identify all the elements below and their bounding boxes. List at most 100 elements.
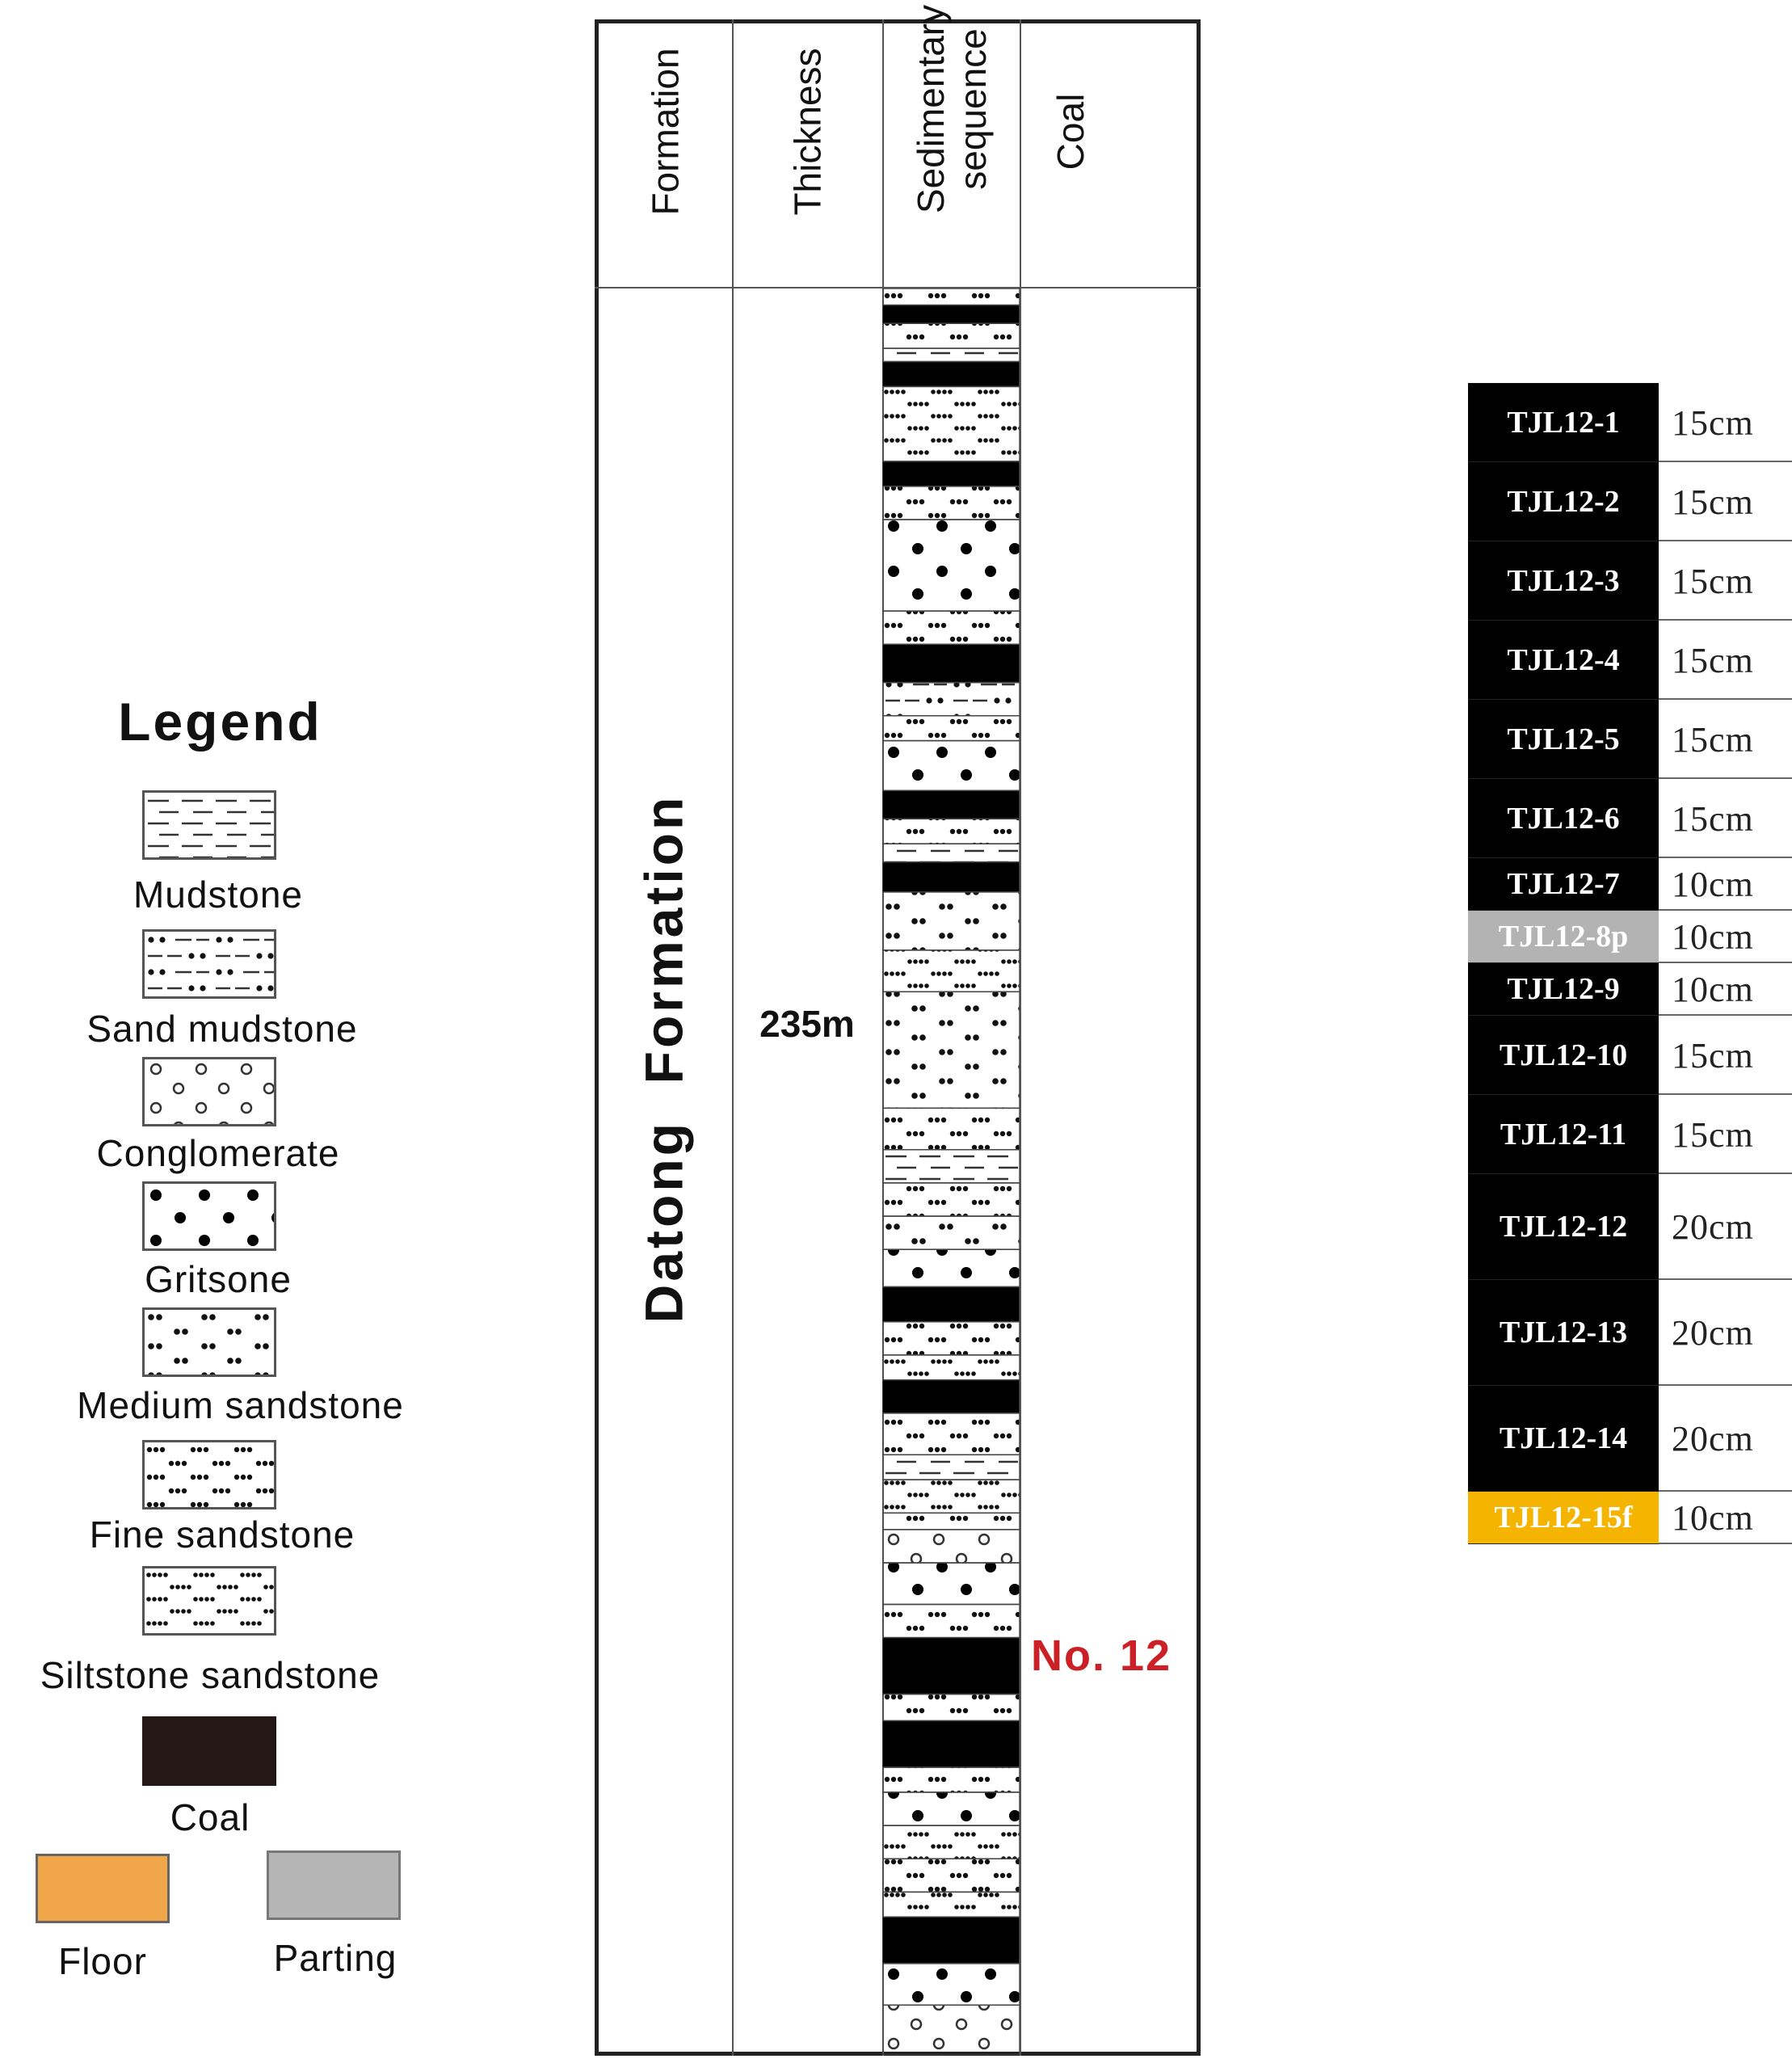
- strata-layer-grit: [882, 739, 1020, 792]
- sample-thickness: 20cm: [1672, 1419, 1754, 1459]
- strata-layer-coal: [882, 1916, 1020, 1964]
- strata-layer-mud: [882, 1454, 1020, 1480]
- strata-layer-coal: [882, 789, 1020, 820]
- legend-swatch-sand-mudstone: [142, 929, 276, 999]
- sample-id: TJL12-10: [1468, 1016, 1659, 1095]
- sample-id: TJL12-13: [1468, 1280, 1659, 1386]
- sample-thickness: 20cm: [1672, 1207, 1754, 1247]
- strata-layer-med: [882, 991, 1020, 1109]
- strata-layer-fine: [882, 1320, 1020, 1356]
- sample-thickness: 15cm: [1672, 482, 1754, 522]
- header-divider: [595, 287, 1201, 288]
- strata-layer-med: [882, 1215, 1020, 1250]
- strata-layer-cong: [882, 1529, 1020, 1564]
- strata-layer-coal: [882, 1379, 1020, 1414]
- strata-layer-coal: [882, 1286, 1020, 1323]
- sample-thickness: 20cm: [1672, 1313, 1754, 1353]
- legend-swatch-siltstone-sandstone: [142, 1566, 276, 1636]
- strata-layer-mud: [882, 1148, 1020, 1184]
- column-divider: [732, 19, 734, 2056]
- strata-layer-grit: [882, 1248, 1020, 1288]
- strata-layer-silt: [882, 1825, 1020, 1859]
- strata-layer-fine: [882, 288, 1020, 306]
- sample-id: TJL12-15f: [1468, 1492, 1659, 1544]
- strata-layer-coal: [882, 360, 1020, 388]
- sample-id: TJL12-5: [1468, 700, 1659, 779]
- legend-swatch-conglomerate: [142, 1057, 276, 1126]
- legend-swatch-parting: [267, 1850, 401, 1920]
- strata-layer-silt: [882, 1891, 1020, 1918]
- legend-label-gritsone: Gritsone: [145, 1258, 292, 1300]
- header-formation: Formation: [599, 23, 732, 282]
- sample-row: TJL12-2 15cm: [1468, 462, 1792, 541]
- strata-layer-med: [882, 891, 1020, 951]
- sample-id: TJL12-8p: [1468, 911, 1659, 963]
- sample-thickness: 10cm: [1672, 1498, 1754, 1538]
- strata-layer-fine: [882, 1766, 1020, 1793]
- formation-name-label: Datong Formation: [633, 794, 693, 1324]
- strata-layer-coal: [882, 1720, 1020, 1768]
- legend-swatch-mudstone: [142, 790, 276, 860]
- legend-label-parting: Parting: [273, 1937, 398, 1979]
- strata-layer-fine: [882, 1603, 1020, 1639]
- legend-label-medium-sandstone: Medium sandstone: [77, 1384, 404, 1426]
- legend-swatch-coal: [142, 1716, 276, 1786]
- header-formation-label: Formation: [644, 48, 687, 216]
- sample-thickness: 15cm: [1672, 561, 1754, 601]
- header-sedimentary-sequence: Sedimentary sequence: [884, 5, 1020, 282]
- coal-seam-label: No. 12: [1031, 1631, 1172, 1680]
- strata-layer-fine: [882, 818, 1020, 844]
- sample-thickness: 15cm: [1672, 402, 1754, 443]
- sample-id: TJL12-1: [1468, 383, 1659, 462]
- strata-layer-grit: [882, 1562, 1020, 1606]
- strata-layer-fine: [882, 1107, 1020, 1151]
- thickness-value: 235m: [759, 1003, 855, 1045]
- legend-label-floor: Floor: [58, 1940, 147, 1982]
- header-sedimentary-sequence-label: Sedimentary sequence: [910, 4, 995, 214]
- header-coal-label: Coal: [1050, 93, 1092, 171]
- strata-layer-fine: [882, 486, 1020, 520]
- header-coal: Coal: [1021, 23, 1201, 282]
- strata-layer-fine: [882, 715, 1020, 742]
- sample-row: TJL12-13 20cm: [1468, 1280, 1792, 1386]
- sample-id: TJL12-3: [1468, 541, 1659, 621]
- strata-layer-grit: [882, 519, 1020, 612]
- strata-layer-fine: [882, 610, 1020, 646]
- legend-swatch-fine-sandstone: [142, 1440, 276, 1509]
- legend-label-coal: Coal: [170, 1796, 250, 1838]
- sample-thickness: 15cm: [1672, 719, 1754, 760]
- legend-title: Legend: [118, 692, 322, 752]
- strata-layer-mud: [882, 347, 1020, 363]
- strata-svg: [882, 288, 1020, 2055]
- strata-layer-coal: [882, 304, 1020, 324]
- strata-layer-coal: [882, 1636, 1020, 1695]
- header-thickness-label: Thickness: [787, 48, 830, 216]
- sample-row: TJL12-3 15cm: [1468, 541, 1792, 621]
- legend-label-conglomerate: Conglomerate: [96, 1132, 340, 1174]
- strata-layer-mud: [882, 843, 1020, 863]
- strata-layer-grit: [882, 1963, 1020, 2006]
- sample-id: TJL12-6: [1468, 779, 1659, 858]
- sample-row: TJL12-9 10cm: [1468, 963, 1792, 1016]
- legend-swatch-floor: [36, 1854, 170, 1923]
- sample-thickness: 15cm: [1672, 640, 1754, 680]
- strata-layer-grit: [882, 1791, 1020, 1826]
- strata-layer-fine: [882, 1512, 1020, 1530]
- legend-label-siltstone-sandstone: Siltstone sandstone: [40, 1654, 381, 1696]
- sample-thickness: 10cm: [1672, 865, 1754, 904]
- strata-layer-coal: [882, 461, 1020, 487]
- sample-thickness: 10cm: [1672, 970, 1754, 1009]
- legend-swatch-medium-sandstone: [142, 1307, 276, 1377]
- sample-id: TJL12-2: [1468, 462, 1659, 541]
- sample-id: TJL12-9: [1468, 963, 1659, 1016]
- column-divider: [1020, 19, 1021, 2056]
- strata-layer-fine: [882, 322, 1020, 349]
